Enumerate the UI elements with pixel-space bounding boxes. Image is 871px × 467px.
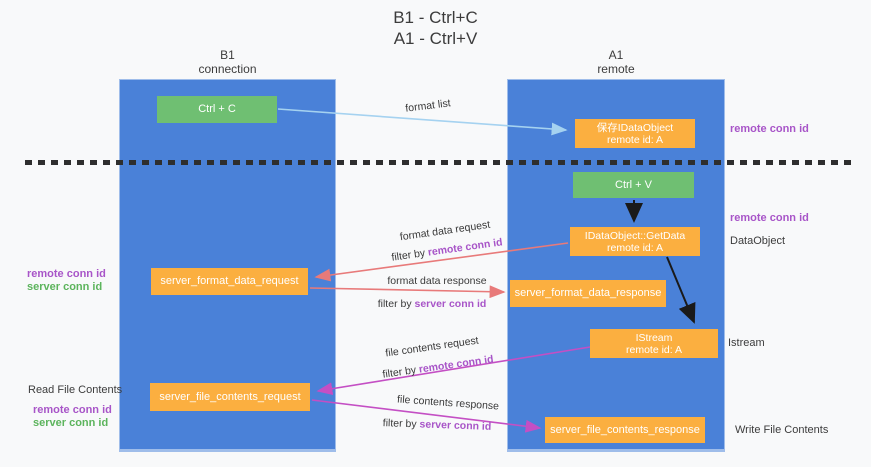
node-ctrl-c: Ctrl + C [157,96,277,123]
label-format-data-response: format data response [387,275,487,287]
machine-boundary-dashed-line [25,160,851,165]
node-istream-line1: IStream [635,331,673,344]
file-contents-request-arrow [316,346,591,396]
filter-key-server-conn-id: server conn id [414,298,487,310]
label-dataobject: DataObject [730,235,786,247]
file-contents-response-arrow [311,399,542,433]
title-line-2: A1 - Ctrl+V [393,29,478,48]
node-server-format-data-request: server_format_data_request [151,268,308,295]
node-server-file-contents-response: server_file_contents_response [545,417,705,443]
node-getdata-line2: remote id: A [606,241,664,254]
label-remote-conn-id-right-2: remote conn id [730,212,809,224]
format-list-arrow [277,108,568,136]
node-file-response-label: server_file_contents_response [550,423,700,436]
label-remote-conn-id-left-1: remote conn id [27,268,106,280]
filter-prefix: filter by [382,417,420,431]
node-format-response-label: server_format_data_response [514,287,662,299]
node-format-request-label: server_format_data_request [160,275,299,287]
node-server-file-contents-request: server_file_contents_request [150,383,310,411]
lane-b1-subtitle: connection [198,62,257,76]
lane-a1-name: A1 [608,48,624,62]
format-data-response-arrow [309,285,506,299]
diagram-title: B1 - Ctrl+C A1 - Ctrl+V [0,7,871,49]
filter-key-server-conn-id: server conn id [419,418,492,433]
label-write-file-contents: Write File Contents [735,424,829,436]
node-save-line1: 保存IDataObject [596,121,674,134]
node-save-idataobject: 保存IDataObject remote id: A [575,119,695,148]
label-istream: Istream [728,337,765,349]
node-ctrl-v: Ctrl + V [573,172,694,198]
title-line-1: B1 - Ctrl+C [393,8,478,27]
lane-b1-name: B1 [220,48,235,62]
label-remote-conn-id-left-2: remote conn id [33,404,112,416]
lane-header-b1: B1 connection [119,48,336,76]
label-remote-conn-id-right-1: remote conn id [730,123,809,135]
lane-a1-subtitle: remote [597,62,635,76]
node-save-line2: remote id: A [606,133,664,146]
label-read-file-contents: Read File Contents [28,384,123,396]
node-idataobject-getdata: IDataObject::GetData remote id: A [570,227,700,256]
getdata-to-istream-arrow [666,256,696,324]
filter-prefix: filter by [377,298,415,310]
node-server-format-data-response: server_format_data_response [510,280,666,307]
label-filter-format-response: filter by server conn id [378,298,487,310]
node-getdata-line1: IDataObject::GetData [584,229,686,242]
label-server-conn-id-left-1: server conn id [27,281,103,293]
node-istream-line2: remote id: A [625,343,683,356]
format-data-request-arrow [314,242,569,282]
node-ctrl-c-label: Ctrl + C [198,103,236,115]
label-server-conn-id-left-2: server conn id [33,417,109,429]
node-istream: IStream remote id: A [590,329,718,358]
node-ctrl-v-label: Ctrl + V [615,178,652,191]
lane-header-a1: A1 remote [507,48,725,76]
node-file-request-label: server_file_contents_request [159,390,301,403]
